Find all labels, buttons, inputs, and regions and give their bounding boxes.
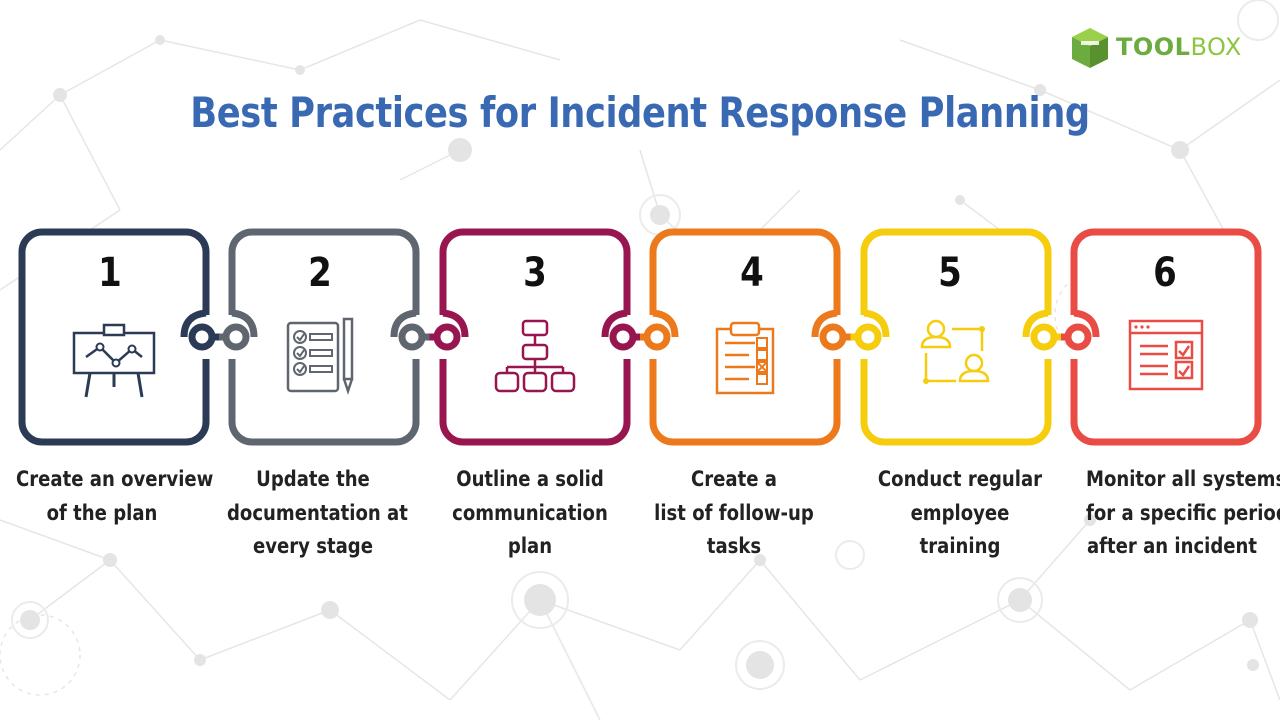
presentation-board-icon	[72, 323, 156, 398]
page-title: Best Practices for Incident Response Pla…	[190, 88, 1090, 137]
step-5-line-3: training	[919, 534, 1001, 558]
step-3-line-2: communication	[452, 500, 608, 525]
step-4-description: Create a list of follow-up tasks	[648, 463, 820, 564]
connector-4-5	[819, 323, 882, 351]
step-6-description: Monitor all systems for a specific perio…	[1086, 463, 1280, 564]
step-5-line-2: employee	[910, 500, 1010, 525]
step-4-line-1: Create a	[691, 467, 777, 491]
step-2-line-2: documentation at	[227, 500, 408, 525]
step-6-line-2: for a specific period	[1086, 500, 1280, 525]
org-chart-icon	[494, 319, 576, 393]
step-4-line-3: tasks	[706, 534, 762, 558]
connector-1-2	[188, 323, 250, 351]
step-3-number: 3	[523, 250, 547, 296]
step-2-number: 2	[308, 250, 332, 296]
step-5-line-1: Conduct regular	[877, 467, 1043, 491]
step-1-line-2: of the plan	[46, 500, 158, 525]
step-2-description: Update the documentation at every stage	[227, 463, 408, 564]
toolbox-logo: TOOLBOX	[1070, 26, 1250, 70]
step-6-line-1: Monitor all systems	[1086, 467, 1280, 491]
step-3-description: Outline a solid communication plan	[444, 463, 616, 564]
step-4-number: 4	[740, 250, 764, 296]
step-1-description: Create an overview of the plan	[16, 463, 214, 530]
step-3-line-1: Outline a solid	[456, 467, 604, 491]
step-3-line-3: plan	[507, 534, 553, 558]
step-6-line-3: after an incident	[1086, 534, 1258, 558]
logo-wordmark: TOOLBOX	[1116, 33, 1242, 61]
step-5-description: Conduct regular employee training	[874, 463, 1046, 564]
monitor-checklist-icon	[1128, 319, 1204, 391]
logo-text-part2: BOX	[1190, 33, 1242, 61]
step-2-line-1: Update the	[256, 467, 370, 491]
connector-3-4	[609, 323, 671, 351]
checklist-pen-icon	[286, 317, 354, 395]
step-2-line-3: every stage	[253, 534, 373, 558]
step-6-number: 6	[1153, 250, 1177, 296]
step-1-number: 1	[98, 250, 122, 296]
step-4-line-2: list of follow-up	[654, 500, 814, 525]
cube-logo-icon	[1072, 28, 1108, 68]
logo-text-part1: TOOL	[1116, 33, 1191, 61]
step-5-number: 5	[938, 250, 962, 296]
clipboard-tasks-icon	[715, 321, 775, 395]
connector-2-3	[398, 323, 461, 351]
step-1-line-1: Create an overview	[16, 467, 214, 491]
people-training-icon	[920, 319, 990, 384]
connector-5-6	[1030, 323, 1092, 351]
